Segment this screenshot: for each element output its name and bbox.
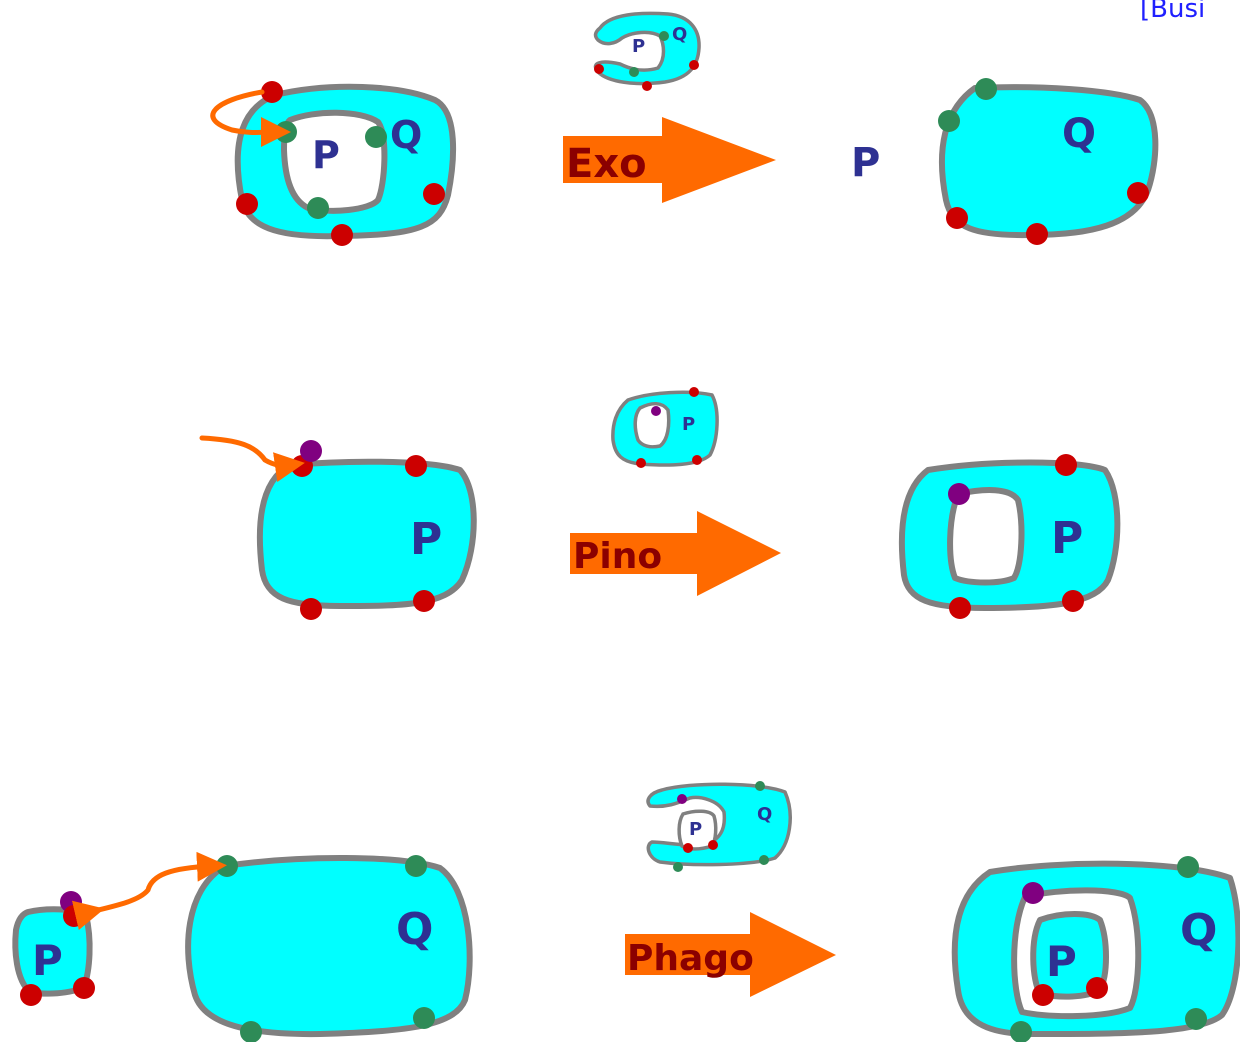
phago-site-green xyxy=(216,855,238,877)
phago-right-site-green xyxy=(1010,1021,1032,1043)
exo-site-red xyxy=(423,183,445,205)
pino-right-site-red xyxy=(949,597,971,619)
exo-mid-p-label: P xyxy=(632,36,645,57)
exo-left-p-label: P xyxy=(312,133,340,177)
phago-mid-site-purple xyxy=(677,794,687,804)
exo-site-green xyxy=(365,126,387,148)
exo-mid-site-red xyxy=(594,64,604,74)
pino-right-site-red xyxy=(1055,454,1077,476)
exo-mid-site-green xyxy=(659,31,669,41)
phago-mid-site-red xyxy=(683,843,693,853)
phago-binding-arrow xyxy=(71,851,227,931)
phago-site-green xyxy=(413,1007,435,1029)
exo-right-p-label: P xyxy=(851,140,880,186)
phago-intermediate: P Q xyxy=(646,781,792,872)
pino-reaction-arrow xyxy=(570,511,781,596)
pino-reaction-label: Pino xyxy=(573,536,662,577)
pino-mid-site-red xyxy=(636,458,646,468)
exo-binding-arrow xyxy=(210,89,291,148)
exo-intermediate: P Q xyxy=(593,11,701,91)
phago-right-site-red xyxy=(1086,977,1108,999)
exo-right-site-red xyxy=(1127,182,1149,204)
pino-site-red xyxy=(300,598,322,620)
phago-right-site-green xyxy=(1177,856,1199,878)
phago-right-site-green xyxy=(1185,1008,1207,1030)
exo-site-red xyxy=(261,81,283,103)
phago-reaction-label: Phago xyxy=(627,938,754,979)
exo-right-q-membrane xyxy=(938,84,1159,239)
phago-site-green xyxy=(240,1021,262,1043)
pino-mid-site-red xyxy=(692,455,702,465)
phago-right-site-purple xyxy=(1022,882,1044,904)
phago-q-label: Q xyxy=(396,904,433,955)
exo-row: P Q P Q Exo xyxy=(210,11,1159,246)
phago-site-red xyxy=(20,984,42,1006)
pino-binding-arrow xyxy=(199,435,305,482)
phago-mid-p-label: P xyxy=(689,819,702,840)
pino-mid-site-red xyxy=(689,387,699,397)
phago-right-membrane xyxy=(951,860,1240,1037)
exo-site-green xyxy=(307,197,329,219)
exo-left-q-membrane xyxy=(234,83,456,240)
phago-site-green xyxy=(405,855,427,877)
pino-site-red xyxy=(405,455,427,477)
pino-right-site-red xyxy=(1062,590,1084,612)
citation: [Busi xyxy=(1140,0,1206,24)
exo-right-site-red xyxy=(946,207,968,229)
exo-mid-site-red xyxy=(689,60,699,70)
pino-site-red xyxy=(413,590,435,612)
phago-mid-site-red xyxy=(708,840,718,850)
phago-mid-site-green xyxy=(673,862,683,872)
phago-mid-q-label: Q xyxy=(757,804,772,825)
exo-right-q-label: Q xyxy=(1062,111,1096,157)
exo-right-site-red xyxy=(1026,223,1048,245)
pino-right-p-label: P xyxy=(1051,513,1083,564)
exo-mid-site-red xyxy=(642,81,652,91)
phago-reaction-arrow xyxy=(625,912,836,997)
exo-site-red xyxy=(236,193,258,215)
exo-mid-site-green xyxy=(629,67,639,77)
exo-reaction-arrow xyxy=(563,117,776,203)
phago-left-p-label: P xyxy=(32,936,63,985)
exo-right-site-green xyxy=(938,110,960,132)
exo-reaction-label: Exo xyxy=(566,141,647,187)
pino-mid-site-purple xyxy=(651,406,661,416)
pino-row: P P Pino xyxy=(199,387,1121,620)
phago-site-red xyxy=(63,905,85,927)
exo-left-q-label: Q xyxy=(390,113,422,157)
pino-right-site-purple xyxy=(948,483,970,505)
phago-site-red xyxy=(73,977,95,999)
phago-row: P Q P Q xyxy=(12,781,1240,1043)
exo-site-red xyxy=(331,224,353,246)
phago-right-p-label: P xyxy=(1046,937,1077,986)
pino-intermediate: P xyxy=(611,387,719,468)
phago-mid-site-green xyxy=(755,781,765,791)
phago-mid-site-green xyxy=(759,855,769,865)
pino-mid-p-label: P xyxy=(682,414,695,435)
pino-right-p-membrane xyxy=(898,459,1121,611)
pino-left-p-label: P xyxy=(410,514,442,565)
pino-site-purple xyxy=(300,440,322,462)
phago-right-q-label: Q xyxy=(1180,905,1217,956)
exo-right-site-green xyxy=(975,78,997,100)
exo-mid-q-label: Q xyxy=(672,24,687,45)
phago-right-site-red xyxy=(1032,984,1054,1006)
